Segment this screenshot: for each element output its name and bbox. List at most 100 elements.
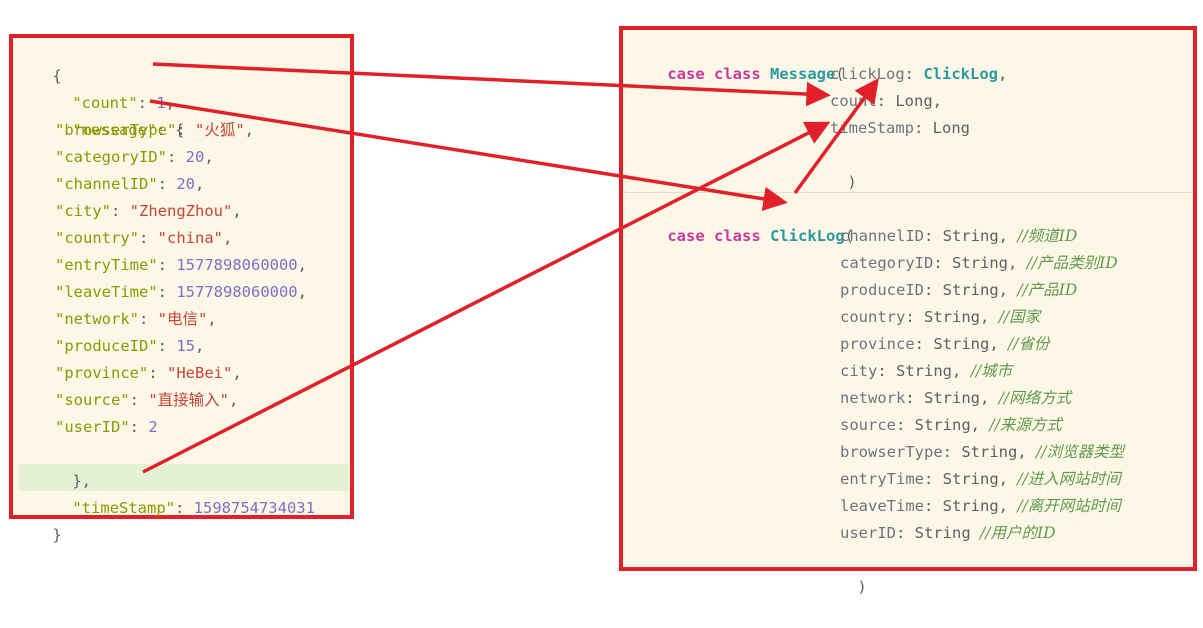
field-separator: ,	[998, 227, 1009, 245]
type-colon: :	[877, 362, 896, 380]
clicklog-class-header: case class ClickLog(	[667, 227, 854, 245]
json-field-key: "city"	[55, 202, 111, 220]
json-field-value: "火狐"	[195, 121, 245, 139]
message-field-name: count	[830, 92, 877, 110]
json-key-timestamp: "timeStamp"	[72, 499, 175, 517]
json-count-line: "count": 1,	[72, 94, 176, 112]
json-field-key: "channelID"	[55, 175, 158, 193]
json-close-brace: }	[52, 526, 62, 544]
json-field-value: 20	[176, 175, 195, 193]
json-comma: ,	[229, 391, 239, 409]
field-space	[989, 389, 998, 407]
field-space	[1008, 470, 1017, 488]
json-colon: :	[157, 175, 177, 193]
json-field-value: "电信"	[157, 310, 208, 328]
json-comma: ,	[297, 256, 307, 274]
clicklog-field-type: String	[896, 362, 952, 380]
field-separator: ,	[1008, 254, 1018, 272]
json-field-line: "userID": 2	[55, 414, 158, 441]
json-sample-panel: { "count": 1, "message": { "browserType"…	[9, 34, 354, 544]
clicklog-field-comment: //国家	[998, 308, 1041, 326]
json-comma: ,	[207, 310, 217, 328]
message-class-header: case class Message(	[667, 65, 845, 83]
field-space	[1008, 281, 1017, 299]
field-separator: ,	[970, 416, 981, 434]
json-field-line: "channelID": 20,	[55, 171, 204, 198]
json-field-line: "categoryID": 20,	[55, 144, 214, 171]
case-class-panel: case class Message( clickLog: ClickLog,c…	[619, 26, 1197, 596]
json-field-line: "entryTime": 1577898060000,	[55, 252, 307, 279]
clicklog-field-comment: //网络方式	[998, 389, 1072, 407]
type-colon: :	[876, 92, 896, 110]
field-space	[980, 416, 989, 434]
clicklog-field-line: country: String, //国家	[840, 304, 1040, 331]
type-colon: :	[905, 308, 924, 326]
json-field-key: "userID"	[55, 418, 130, 436]
json-message-close: },	[72, 472, 91, 490]
type-colon: :	[896, 416, 915, 434]
type-colon: :	[924, 470, 943, 488]
json-colon: :	[139, 229, 158, 247]
json-field-key: "leaveTime"	[55, 283, 158, 301]
field-space	[971, 524, 980, 542]
json-field-line: "province": "HeBei",	[55, 360, 242, 387]
clicklog-field-type: String	[914, 416, 971, 434]
json-colon: :	[176, 121, 195, 139]
field-separator: ,	[1017, 443, 1027, 461]
clicklog-class-name: ClickLog	[770, 227, 845, 245]
clicklog-field-type: String	[961, 443, 1018, 461]
json-field-key: "network"	[55, 310, 139, 328]
clicklog-field-type: String	[924, 308, 980, 326]
json-field-line: "source": "直接输入",	[55, 387, 238, 414]
type-colon: :	[942, 443, 962, 461]
json-comma: ,	[204, 148, 214, 166]
clicklog-field-comment: //离开网站时间	[1017, 497, 1121, 515]
clicklog-field-name: country	[840, 308, 906, 326]
clicklog-field-name: browserType	[840, 443, 943, 461]
json-colon: :	[157, 337, 177, 355]
clicklog-field-type: String	[914, 524, 971, 542]
json-field-value: "HeBei"	[167, 364, 233, 382]
json-comma: ,	[244, 121, 255, 139]
message-field-line: clickLog: ClickLog,	[830, 61, 1007, 88]
json-comma: ,	[297, 283, 307, 301]
json-colon: :	[157, 256, 177, 274]
json-field-key: "browserType"	[55, 121, 177, 139]
message-field-type: ClickLog	[923, 65, 998, 83]
field-space	[989, 308, 998, 326]
message-field-name: timeStamp	[830, 119, 914, 137]
clicklog-field-type: String	[933, 335, 990, 353]
clicklog-field-type: String	[942, 470, 999, 488]
message-field-type: Long	[932, 119, 970, 137]
message-field-line: count: Long,	[830, 88, 942, 115]
json-field-key: "categoryID"	[55, 148, 167, 166]
field-separator: ,	[998, 497, 1009, 515]
clicklog-field-name: leaveTime	[840, 497, 924, 515]
clicklog-field-name: city	[840, 362, 878, 380]
clicklog-field-line: source: String, //来源方式	[840, 412, 1062, 439]
json-value-timestamp: 1598754734031	[193, 499, 315, 517]
json-field-value: 2	[148, 418, 158, 436]
json-open-brace: {	[52, 67, 62, 85]
field-separator: ,	[980, 389, 990, 407]
json-colon: :	[139, 310, 158, 328]
clicklog-field-comment: //频道ID	[1017, 227, 1078, 245]
clicklog-field-line: produceID: String, //产品ID	[840, 277, 1077, 304]
clicklog-field-line: province: String, //省份	[840, 331, 1049, 358]
json-field-value: 1577898060000	[176, 283, 298, 301]
clicklog-field-comment: //来源方式	[989, 416, 1062, 434]
field-separator: ,	[997, 65, 1008, 83]
message-field-line: timeStamp: Long	[830, 115, 970, 142]
field-separator: ,	[998, 470, 1009, 488]
json-field-key: "source"	[55, 391, 130, 409]
clicklog-class-close: )	[857, 578, 867, 596]
clicklog-field-name: channelID	[840, 227, 924, 245]
json-field-key: "entryTime"	[55, 256, 158, 274]
clicklog-field-comment: //用户的ID	[980, 524, 1056, 542]
clicklog-field-line: userID: String //用户的ID	[840, 520, 1056, 547]
message-class-name: Message	[770, 65, 836, 83]
json-comma: ,	[232, 202, 242, 220]
json-field-value: 20	[185, 148, 205, 166]
json-key-message: "message"	[72, 121, 157, 139]
clicklog-field-line: categoryID: String, //产品类别ID	[840, 250, 1118, 277]
